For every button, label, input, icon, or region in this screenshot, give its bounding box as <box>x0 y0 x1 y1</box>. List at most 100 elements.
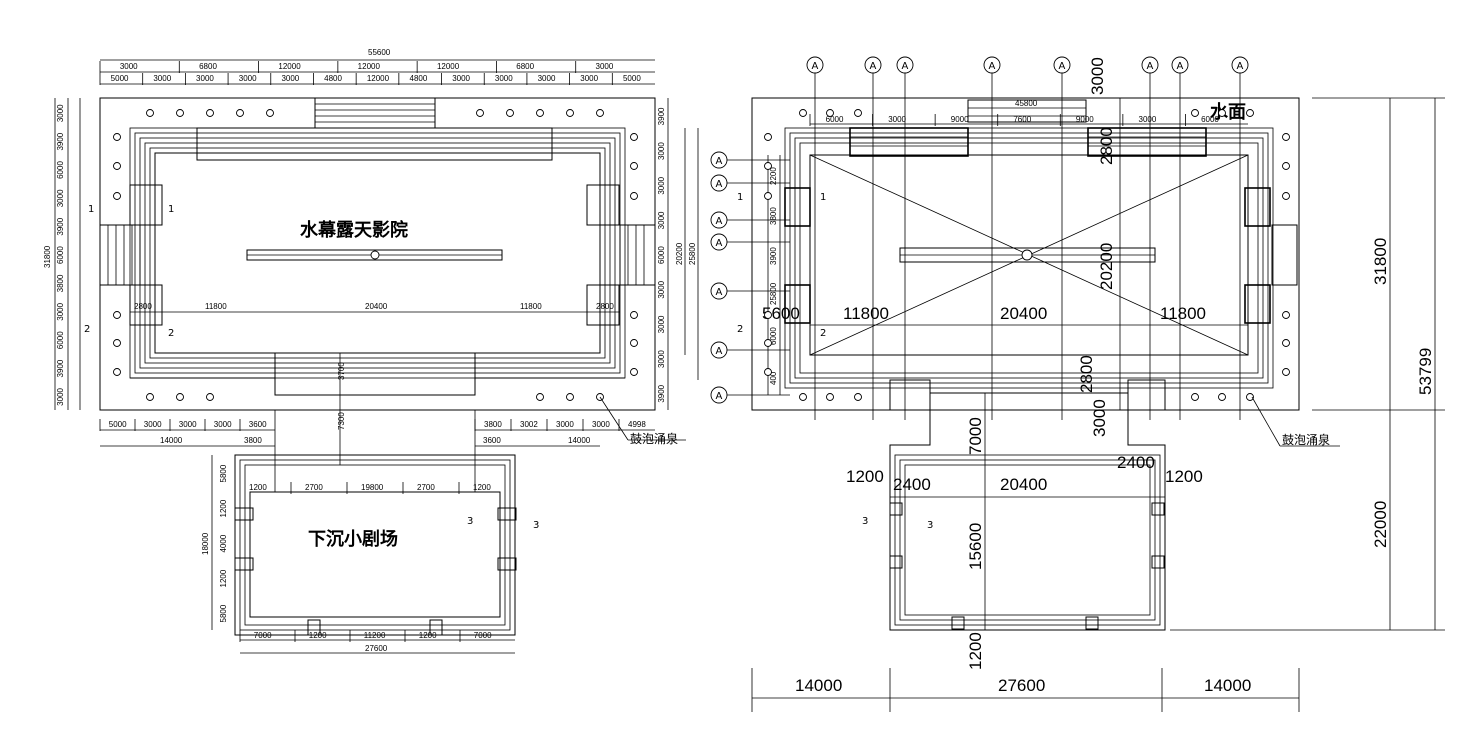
axis-letter: A <box>716 346 723 357</box>
fountain-dot <box>146 393 154 401</box>
fountain-dot <box>764 368 772 376</box>
inner-dim: 20400 <box>365 302 388 311</box>
axis-bubble <box>896 56 914 74</box>
left-dim: 3900 <box>769 247 778 265</box>
fountain-dot <box>630 311 638 319</box>
bottom-dim: 27600 <box>998 676 1045 695</box>
water-title: 水面 <box>1210 101 1246 123</box>
inner-dim: 2800 <box>596 302 614 311</box>
fountain-dot <box>630 192 638 200</box>
sub-dim: 1200 <box>846 467 884 486</box>
left-dim: 3800 <box>56 274 65 292</box>
axis-letter: A <box>716 391 723 402</box>
large-dim: 20400 <box>1000 304 1047 323</box>
sub-bottom-dim: 11200 <box>364 631 386 640</box>
fountain-dot <box>1282 311 1290 319</box>
bottom-dim: 3600 <box>483 436 501 445</box>
left-dim: 25800 <box>769 282 778 305</box>
fountain-dot <box>1282 192 1290 200</box>
axis-bubble <box>710 341 728 359</box>
left-dim: 3900 <box>56 132 65 150</box>
sub-top-dim: 2700 <box>417 483 435 492</box>
right-dim: 3000 <box>657 350 666 368</box>
section-mark: 1 <box>820 192 826 203</box>
top-dim: 6800 <box>199 62 217 71</box>
right-total: 22000 <box>1371 501 1390 548</box>
section-mark: 1 <box>168 204 174 215</box>
fountain-dot <box>799 109 807 117</box>
top-dim: 3000 <box>495 74 513 83</box>
sunken-theatre <box>234 410 517 636</box>
axis-bubble <box>710 386 728 404</box>
left-dim: 3000 <box>56 189 65 207</box>
right-total: 31800 <box>1371 238 1390 285</box>
left-dim: 6000 <box>769 327 778 345</box>
bottom-total: 14000 <box>568 436 591 445</box>
sub-left-dim: 4000 <box>219 534 228 552</box>
fountain-dot <box>1191 109 1199 117</box>
sub-left-dim: 1200 <box>219 569 228 587</box>
stage-dim: 7300 <box>337 412 346 430</box>
fountain-dot <box>1282 133 1290 141</box>
fountain-dot <box>176 109 184 117</box>
top-dim: 6000 <box>1201 115 1219 124</box>
sub-top-dim: 2700 <box>305 483 323 492</box>
left-dim: 6000 <box>56 331 65 349</box>
fountain-dot <box>764 162 772 170</box>
section-mark: 2 <box>84 324 90 335</box>
axis-letter: A <box>716 216 723 227</box>
right-dim: 3000 <box>657 315 666 333</box>
vert-dim: 2800 <box>1097 127 1116 165</box>
axis-bubble <box>710 233 728 251</box>
section-mark: 3 <box>467 516 473 527</box>
sub-top-dim: 1200 <box>473 483 491 492</box>
vert-dim: 2800 <box>1077 355 1096 393</box>
vert-dim: 3000 <box>1090 399 1109 437</box>
axis-bubble <box>1141 56 1159 74</box>
top-dim: 6000 <box>826 115 844 124</box>
sub-bottom-total: 27600 <box>365 644 388 653</box>
lower-theatre <box>889 393 1166 631</box>
fountain-dot <box>799 393 807 401</box>
right-dim: 3000 <box>657 280 666 298</box>
top-dim: 5000 <box>623 74 641 83</box>
top-dim: 3000 <box>1139 115 1157 124</box>
left-dim: 400 <box>769 371 778 385</box>
fountain-dot <box>1218 393 1226 401</box>
fountain-dot <box>176 393 184 401</box>
section-mark: 3 <box>862 516 868 527</box>
top-dim: 3000 <box>281 74 299 83</box>
bottom-dim: 3000 <box>592 420 610 429</box>
fountain-label-right: 鼓泡涌泉 <box>1282 433 1330 447</box>
axis-bubble <box>710 151 728 169</box>
sub-left-dim: 1200 <box>219 499 228 517</box>
section-mark: 1 <box>88 204 94 215</box>
bottom-dim: 3800 <box>244 436 262 445</box>
fountain-dot <box>1191 393 1199 401</box>
axis-letter: A <box>1177 61 1184 72</box>
top-dim: 3000 <box>239 74 257 83</box>
left-total-dim: 31800 <box>43 245 52 268</box>
sub-bottom-dim: 1200 <box>309 631 327 640</box>
theatre-title: 下沉小剧场 <box>308 529 398 550</box>
fountain-dot <box>630 339 638 347</box>
axis-letter: A <box>1059 61 1066 72</box>
vert-dim: 7000 <box>966 417 985 455</box>
fountain-dot <box>826 393 834 401</box>
axis-bubble <box>1053 56 1071 74</box>
cinema-title: 水幕露天影院 <box>300 219 408 241</box>
bottom-dim: 3600 <box>249 420 267 429</box>
bottom-total: 14000 <box>160 436 183 445</box>
left-dim: 3900 <box>56 359 65 377</box>
axis-bubble <box>1231 56 1249 74</box>
sub-left-dim: 5800 <box>219 604 228 622</box>
fountain-dot <box>764 339 772 347</box>
top-dim: 12000 <box>367 74 390 83</box>
left-dim: 6000 <box>56 246 65 264</box>
axis-letter: A <box>716 287 723 298</box>
top-dim: 12000 <box>437 62 460 71</box>
bottom-dim: 3800 <box>484 420 502 429</box>
top-dim: 4800 <box>324 74 342 83</box>
fountain-dot <box>566 393 574 401</box>
top-dim: 3000 <box>120 62 138 71</box>
